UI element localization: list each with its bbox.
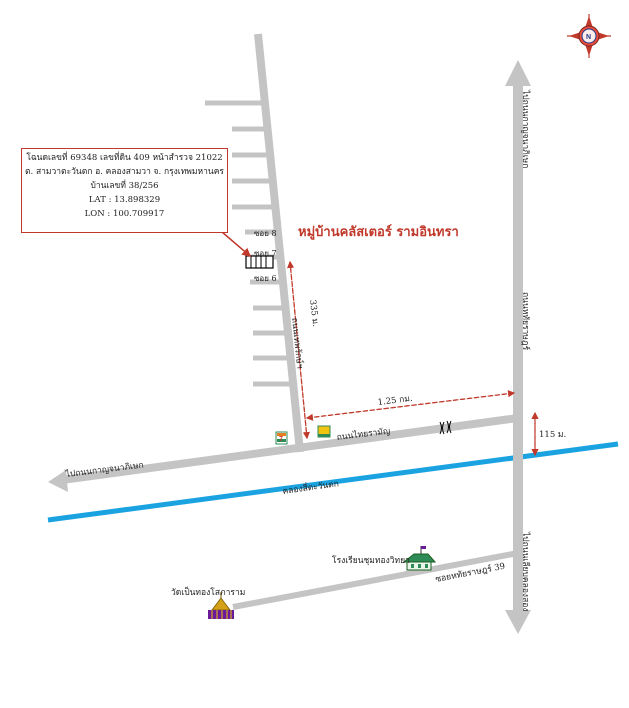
left-vertical-road (254, 33, 304, 453)
left-road-arrowhead (48, 470, 68, 492)
distance-right-label: 115 ม. (539, 430, 566, 440)
info-line-longitude: LON : 100.709917 (84, 209, 165, 219)
bottom-road-arrowhead (505, 610, 531, 634)
info-line-latitude: LAT : 13.898329 (88, 195, 161, 205)
top-road-arrowhead (505, 60, 531, 86)
compass-letter: N (586, 34, 591, 41)
vertical-right-mid-label: ถนนหทัยราษฎร์ (520, 292, 531, 351)
temple-label: วัดเป็นทองโสภาราม (171, 586, 245, 598)
distance-horizontal-label: 1.25 กม. (377, 394, 413, 408)
seven-eleven-icon: 7 (275, 431, 288, 445)
village-name-label: หมู่บ้านคลัสเตอร์ รามอินทรา (298, 225, 459, 240)
main-horizontal-road (61, 414, 519, 484)
canal-label: คลองสี่ตะวันตก (282, 477, 340, 497)
distance-vertical-label: 335 ม. (307, 299, 320, 327)
info-line-location: ต. สามวาตะวันตก อ. คลองสามวา จ. กรุงเทพม… (25, 167, 224, 177)
soi7-label: ซอย 7 (254, 249, 277, 258)
temple-icon (208, 592, 234, 619)
school-icon (402, 546, 437, 571)
info-line-title-deed: โฉนดเลขที่ 69348 เลขที่ดิน 409 หน้าสำรวจ… (26, 153, 223, 163)
property-info-box: โฉนดเลขที่ 69348 เลขที่ดิน 409 หน้าสำรวจ… (21, 148, 228, 233)
soi6-label: ซอย 6 (254, 274, 277, 283)
bridge-icon (439, 420, 452, 435)
info-pointer-line (221, 231, 252, 257)
svg-text:7: 7 (279, 436, 283, 443)
vertical-right-bottom-label: ไปถนนเลียบคลองสอง (520, 531, 531, 612)
school-label: โรงเรียนชุมทองวิทยา (332, 555, 410, 566)
info-line-house-number: บ้านเลขที่ 38/256 (90, 181, 159, 191)
vertical-right-top-label: ไปถนนกาญจนาภิเษก (520, 89, 531, 168)
compass-icon (567, 14, 611, 58)
bottom-soi-road (232, 550, 519, 610)
gas-station-icon (317, 425, 331, 438)
vertical-left-road-label: ถนนเทพรักษ์ฯ (289, 317, 305, 369)
property-marker (245, 255, 274, 269)
soi8-label: ซอย 8 (254, 229, 277, 238)
